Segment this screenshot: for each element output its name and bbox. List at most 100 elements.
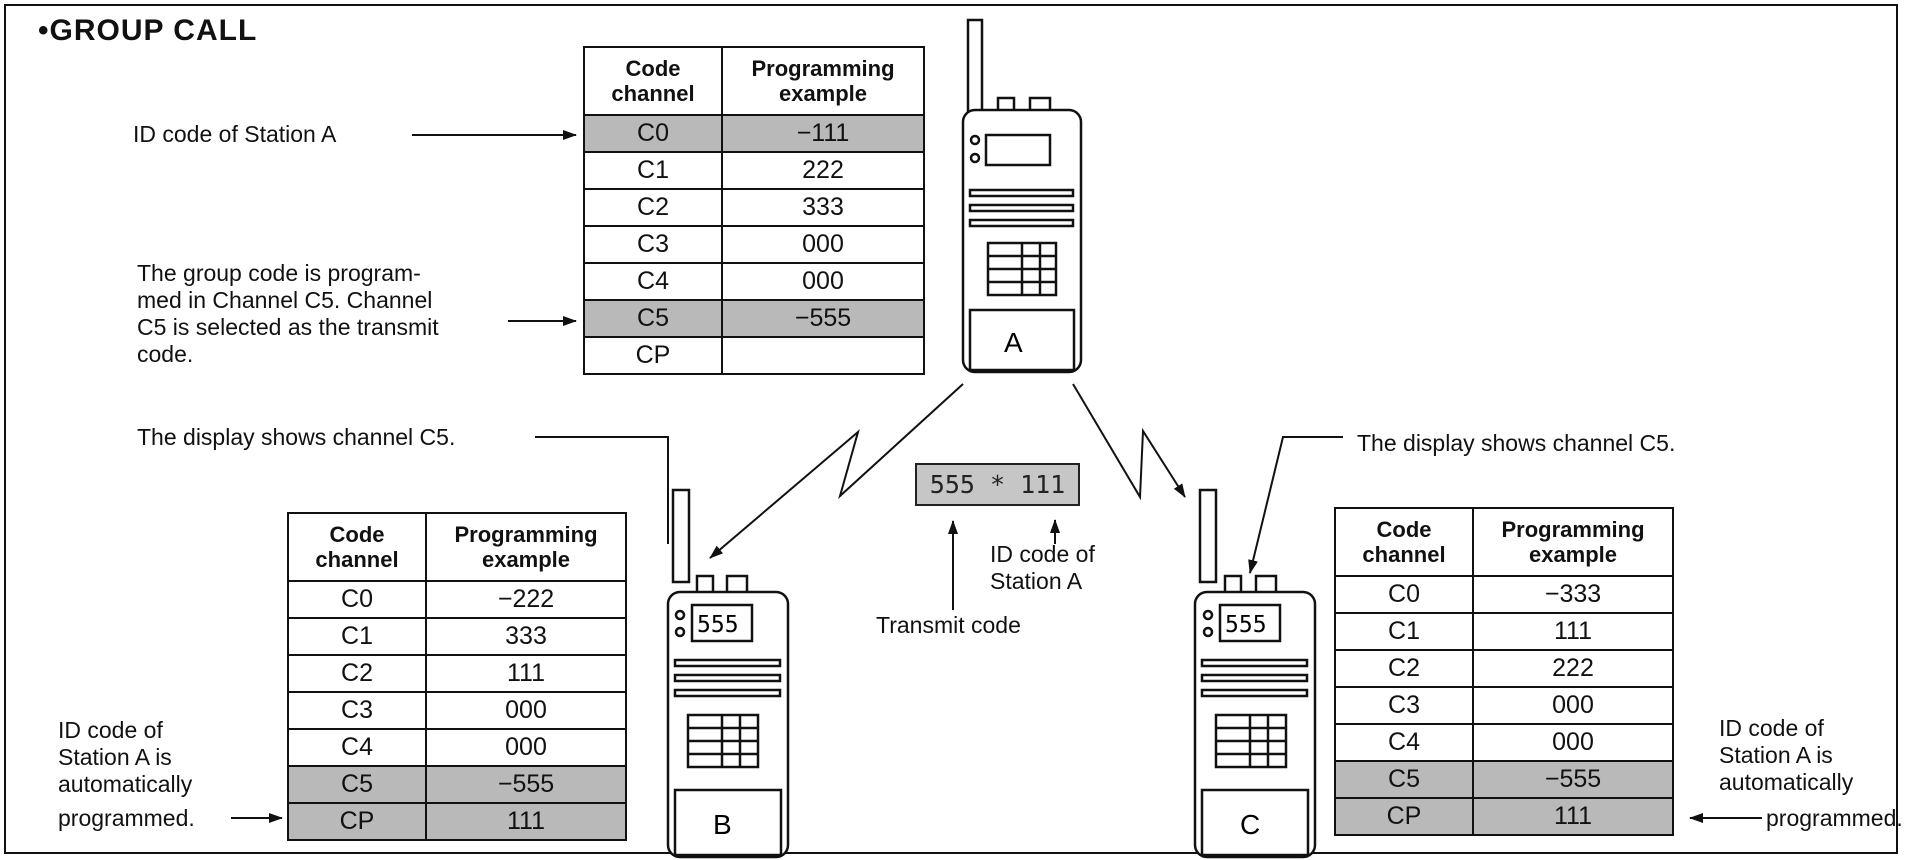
channel-cell: C3 <box>287 691 427 730</box>
label-id-code-of: ID code of <box>990 541 1095 567</box>
code-table-b: Code channel Programming example C0−222 … <box>287 512 627 841</box>
label-auto-c-line2: Station A is <box>1719 742 1833 768</box>
value-cell: −333 <box>1472 575 1674 614</box>
value-cell: 000 <box>721 262 925 301</box>
value-cell: 000 <box>721 225 925 264</box>
label-auto-b-line4: programmed. <box>58 805 195 831</box>
value-cell: −555 <box>721 299 925 338</box>
header-programming-example: Programming example <box>425 512 627 582</box>
channel-cell: C0 <box>1334 575 1474 614</box>
code-table-c: Code channel Programming example C0−333 … <box>1334 507 1674 836</box>
radio-b <box>666 488 790 859</box>
label-auto-b-line2: Station A is <box>58 744 172 770</box>
table-row: C0−333 <box>1334 575 1674 614</box>
value-cell: 000 <box>1472 686 1674 725</box>
channel-cell: C1 <box>287 617 427 656</box>
label-station-a: Station A <box>990 568 1083 594</box>
header-code-channel: Code channel <box>1334 507 1474 577</box>
channel-cell: C3 <box>1334 686 1474 725</box>
value-cell: 111 <box>1472 612 1674 651</box>
label-auto-c-line3: automatically <box>1719 769 1854 795</box>
header-code-channel: Code channel <box>287 512 427 582</box>
header-programming: Programming <box>1501 517 1645 542</box>
value-cell: −222 <box>425 580 627 619</box>
channel-cell: CP <box>287 802 427 841</box>
code-table-a: Code channel Programming example C0−111 … <box>583 46 925 375</box>
value-cell: −111 <box>721 114 925 153</box>
label-id-station-a: ID code of Station A <box>133 121 337 147</box>
value-cell: 333 <box>425 617 627 656</box>
radio-b-label: B <box>713 809 732 840</box>
header-channel: channel <box>611 81 695 106</box>
header-programming-example: Programming example <box>1472 507 1674 577</box>
channel-cell: C5 <box>1334 760 1474 799</box>
channel-cell: CP <box>1334 797 1474 836</box>
header-code: Code <box>625 56 681 81</box>
header-example: example <box>481 547 571 572</box>
radio-b-display: 555 <box>697 612 739 638</box>
header-programming-example: Programming example <box>721 46 925 116</box>
channel-cell: C4 <box>287 728 427 767</box>
channel-cell: C2 <box>583 188 723 227</box>
value-cell: 111 <box>1472 797 1674 836</box>
value-cell: 333 <box>721 188 925 227</box>
channel-cell: C1 <box>583 151 723 190</box>
channel-cell: C2 <box>1334 649 1474 688</box>
channel-cell: C5 <box>583 299 723 338</box>
channel-cell: C0 <box>287 580 427 619</box>
channel-cell: CP <box>583 336 723 375</box>
table-row: C5−555 <box>287 765 627 804</box>
radio-c-display: 555 <box>1225 612 1267 638</box>
channel-cell: C4 <box>583 262 723 301</box>
header-code: Code <box>1376 517 1432 542</box>
header-code: Code <box>329 522 385 547</box>
label-group-code-line1: The group code is program- <box>137 260 421 286</box>
value-cell: 111 <box>425 654 627 693</box>
diagram-frame <box>4 4 1898 854</box>
label-display-c: The display shows channel C5. <box>1357 430 1676 456</box>
channel-cell: C0 <box>583 114 723 153</box>
radio-c <box>1193 488 1317 859</box>
value-cell: 000 <box>425 691 627 730</box>
channel-cell: C2 <box>287 654 427 693</box>
radio-c-label: C <box>1240 809 1260 840</box>
header-code-channel: Code channel <box>583 46 723 116</box>
table-row: C0−222 <box>287 580 627 619</box>
value-cell: 000 <box>1472 723 1674 762</box>
header-channel: channel <box>1362 542 1446 567</box>
channel-cell: C3 <box>583 225 723 264</box>
value-cell: 222 <box>1472 649 1674 688</box>
channel-cell: C4 <box>1334 723 1474 762</box>
label-auto-c-line1: ID code of <box>1719 715 1824 741</box>
label-group-code-line2: med in Channel C5. Channel <box>137 287 433 313</box>
value-cell: −555 <box>425 765 627 804</box>
label-group-code-line3: C5 is selected as the transmit <box>137 314 439 340</box>
page-title: •GROUP CALL <box>38 14 258 47</box>
label-auto-c-line4: programmed. <box>1766 805 1903 831</box>
header-example: example <box>778 81 868 106</box>
value-cell: 000 <box>425 728 627 767</box>
value-cell <box>721 336 925 375</box>
label-transmit-code: Transmit code <box>876 612 1021 638</box>
header-programming: Programming <box>751 56 895 81</box>
transmit-display: 555 * 111 <box>915 463 1080 506</box>
table-row: CP <box>583 336 925 375</box>
header-programming: Programming <box>454 522 598 547</box>
label-group-code-line4: code. <box>137 341 194 367</box>
channel-cell: C1 <box>1334 612 1474 651</box>
header-example: example <box>1528 542 1618 567</box>
label-display-b: The display shows channel C5. <box>137 424 456 450</box>
